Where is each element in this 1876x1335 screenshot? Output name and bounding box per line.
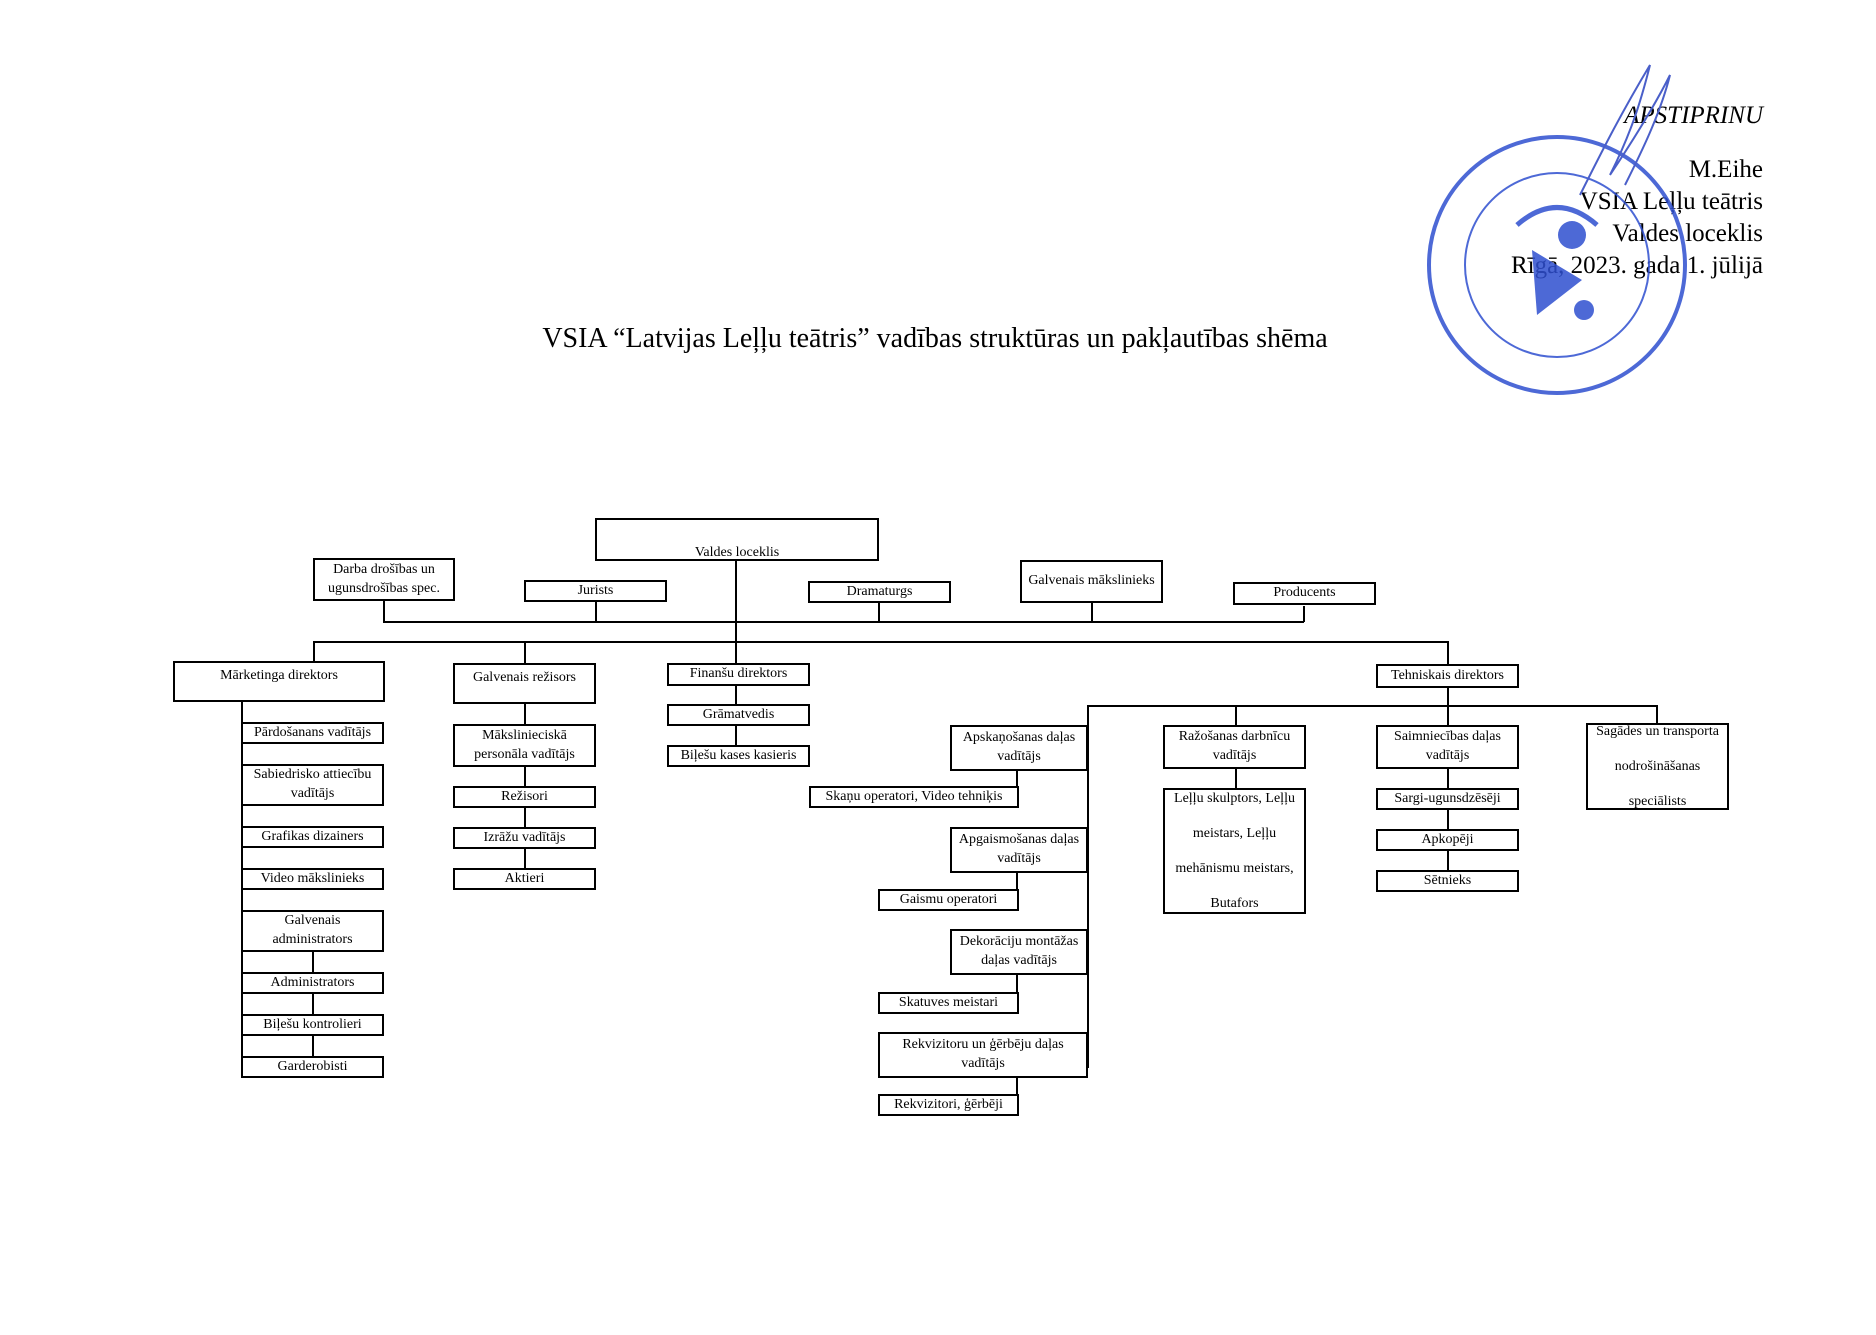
connector [1087, 705, 1089, 1068]
box-galvenais-administrators: Galvenais administrators [241, 910, 384, 952]
official-stamp [1427, 135, 1687, 395]
box-darba-drosibas-spec: Darba drošības un ugunsdrošības spec. [313, 558, 455, 601]
connector [1447, 768, 1449, 886]
box-producents: Producents [1233, 582, 1376, 605]
connector [312, 952, 314, 972]
connector [878, 602, 880, 622]
approver-position: Valdes loceklis [1612, 220, 1763, 247]
connector [1235, 705, 1237, 726]
connector [1656, 705, 1658, 726]
box-rekvizitori-gerbeji: Rekvizitori, ģērbēji [878, 1094, 1019, 1116]
box-video-makslinieks: Video mākslinieks [241, 868, 384, 890]
connector [1091, 602, 1093, 622]
signature [1579, 64, 1671, 196]
connector [595, 601, 597, 622]
box-galvenais-makslinieks: Galvenais mākslinieks [1020, 560, 1163, 603]
connector [1016, 871, 1018, 890]
connector [383, 621, 1304, 623]
box-sabiedrisko-attiecibu-vaditajs: Sabiedrisko attiecību vadītājs [241, 764, 384, 806]
box-dekoraciju-montazas-dalas-vaditajs: Dekorāciju montāžas daļas vadītājs [950, 929, 1088, 975]
connector [1235, 768, 1237, 790]
box-apgaismosanas-dalas-vaditajs: Apgaismošanas daļas vadītājs [950, 827, 1088, 873]
box-rezisori: Režisori [453, 786, 596, 808]
box-aktieri: Aktieri [453, 868, 596, 890]
box-garderobisti: Garderobisti [241, 1056, 384, 1078]
connector [1016, 770, 1018, 788]
box-grafikas-dizainers: Grafikas dizainers [241, 826, 384, 848]
connector [1016, 1076, 1018, 1095]
box-rekvizitoru-gerbeju-dalas-vaditajs: Rekvizitoru un ģērbēju daļas vadītājs [878, 1032, 1088, 1078]
box-pardosanas-vaditajs: Pārdošanans vadītājs [241, 722, 384, 744]
box-izrazu-vaditajs: Izrāžu vadītājs [453, 827, 596, 849]
box-bilesu-kases-kasieris: Biļešu kases kasieris [667, 745, 810, 767]
box-galvenais-rezisors: Galvenais režisors [453, 663, 596, 704]
box-gaismu-operatori: Gaismu operatori [878, 889, 1019, 911]
box-administrators: Administrators [241, 972, 384, 994]
box-skanu-operatori-video-tehnikis: Skaņu operatori, Video tehniķis [809, 786, 1019, 808]
box-lellu-meistari: Leļļu skulptors, Leļļu meistars, Leļļu m… [1163, 788, 1306, 914]
connector [1447, 686, 1449, 706]
box-gramatvedis: Grāmatvedis [667, 704, 810, 726]
connector [1303, 606, 1305, 622]
box-sargi-ugunsdzeseji: Sargi-ugunsdzēsēji [1376, 788, 1519, 810]
connector [383, 600, 385, 622]
connector [524, 641, 526, 664]
connector [1087, 705, 1657, 707]
box-razosanas-darbnicu-vaditajs: Ražošanas darbnīcu vadītājs [1163, 725, 1306, 769]
box-apskanosanas-dalas-vaditajs: Apskaņošanas daļas vadītājs [950, 725, 1088, 771]
box-saimniecibas-dalas-vaditajs: Saimniecības daļas vadītājs [1376, 725, 1519, 769]
connector [312, 994, 314, 1014]
box-bilesu-kontrolieri: Biļešu kontrolieri [241, 1014, 384, 1036]
box-skatuves-meistari: Skatuves meistari [878, 992, 1019, 1014]
connector [1447, 705, 1449, 726]
box-jurists: Jurists [524, 580, 667, 602]
box-sagades-transporta-specialists: Sagādes un transporta nodrošināšanas spe… [1586, 723, 1729, 810]
connector [735, 560, 737, 691]
box-makslinieciska-personala-vaditajs: Mākslinieciskā personāla vadītājs [453, 724, 596, 767]
box-dramaturgs: Dramaturgs [808, 581, 951, 603]
connector [1447, 641, 1449, 665]
box-tehniskais-direktors: Tehniskais direktors [1376, 664, 1519, 688]
box-valdes-loceklis: Valdes loceklis [595, 518, 879, 561]
connector [312, 1036, 314, 1056]
box-apkopeji: Apkopēji [1376, 829, 1519, 851]
box-marketinga-direktors: Mārketinga direktors [173, 661, 385, 702]
box-finansu-direktors: Finanšu direktors [667, 663, 810, 686]
box-setnieks: Sētnieks [1376, 870, 1519, 892]
page-title: VSIA “Latvijas Leļļu teātris” vadības st… [542, 323, 1328, 354]
connector [313, 641, 315, 663]
connector [313, 641, 1448, 643]
connector [1016, 973, 1018, 993]
approver-name: M.Eihe [1688, 156, 1763, 183]
